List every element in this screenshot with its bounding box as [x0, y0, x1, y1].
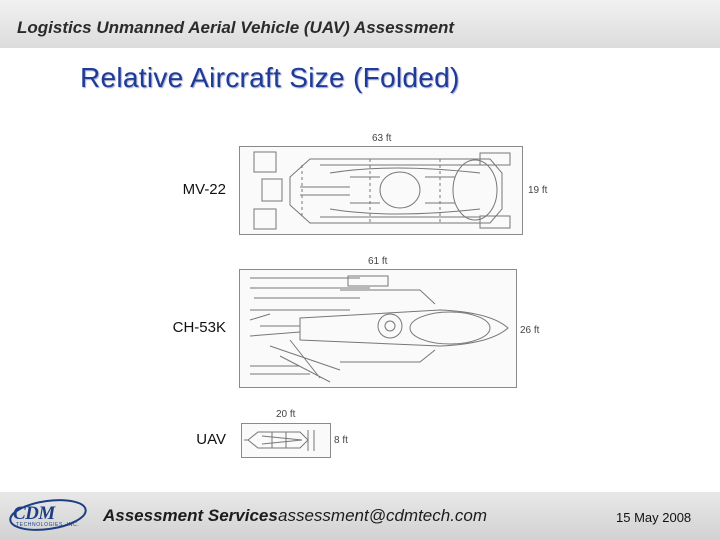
uav-outline-figure	[241, 423, 331, 458]
logo-subtext: TECHNOLOGIES, INC.	[16, 522, 80, 528]
ch53k-width-dimension: 26 ft	[520, 325, 540, 336]
company-logo	[9, 499, 87, 531]
mv22-width-dimension: 19 ft	[528, 185, 548, 196]
footer-band	[0, 492, 720, 540]
mv22-outline-figure	[239, 146, 523, 235]
logo-wordmark: CDM	[13, 503, 55, 524]
contact-email[interactable]: assessment@cdmtech.com	[278, 506, 488, 525]
slide-title: Relative Aircraft Size (Folded)	[80, 62, 460, 93]
presentation-date: 15 May 2008	[616, 510, 692, 525]
header-title: Logistics Unmanned Aerial Vehicle (UAV) …	[17, 18, 455, 37]
uav-label: UAV	[196, 431, 226, 448]
uav-length-dimension: 20 ft	[276, 409, 296, 420]
ch53k-length-dimension: 61 ft	[368, 256, 388, 267]
ch53k-outline-figure	[239, 269, 517, 388]
ch53k-label: CH-53K	[172, 319, 226, 336]
services-label: Assessment Services	[103, 506, 278, 525]
mv22-length-dimension: 63 ft	[372, 133, 392, 144]
header-band	[0, 0, 720, 48]
mv22-label: MV-22	[182, 181, 226, 198]
uav-width-dimension: 8 ft	[334, 435, 348, 446]
